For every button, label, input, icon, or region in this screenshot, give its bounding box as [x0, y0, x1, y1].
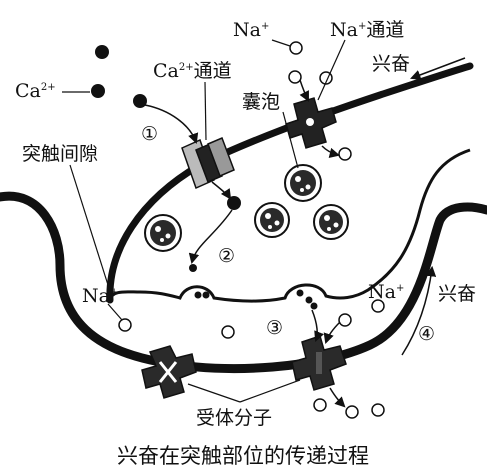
- ca-ion-2: [91, 84, 105, 98]
- arrow-na-enter: [326, 322, 340, 342]
- transmitter-dot: [297, 290, 304, 297]
- na-channel-top: [286, 98, 336, 148]
- ca-ion-4: [227, 196, 241, 210]
- transmitter-dot: [311, 303, 318, 310]
- label-na-right: Na+: [368, 281, 404, 303]
- na-ion: [290, 42, 302, 54]
- label-excitation-right: 兴奋: [438, 283, 476, 305]
- step-1: ①: [141, 123, 158, 145]
- arrow-transmitter-bind: [312, 310, 317, 340]
- postsynaptic-membrane: [0, 196, 487, 368]
- leader-cleft: [70, 165, 108, 285]
- leader-receptor-right: [240, 380, 300, 402]
- ca-ion-5: [189, 264, 197, 272]
- transmitter-dot: [195, 292, 202, 299]
- label-ca-ion: Ca2+: [15, 80, 56, 102]
- leader-ca-channel: [205, 82, 206, 140]
- leader-na-channel: [318, 40, 345, 100]
- label-na-top: Na+: [233, 19, 269, 41]
- vesicle-4: [314, 205, 348, 239]
- na-ion: [289, 71, 301, 83]
- leader-na-top: [272, 40, 290, 46]
- label-synaptic-cleft: 突触间隙: [22, 143, 98, 165]
- step-2: ②: [218, 245, 235, 267]
- ca-ion-3: [133, 94, 147, 108]
- receptor-open: [292, 336, 346, 390]
- na-ion: [339, 314, 351, 326]
- vesicle-2: [255, 203, 289, 237]
- label-excitation-top: 兴奋: [372, 53, 410, 75]
- leader-receptor-left: [188, 384, 240, 402]
- na-ion: [339, 148, 351, 160]
- ca-ion-1: [95, 45, 109, 59]
- ca-channel: [182, 138, 234, 188]
- label-na-left: Na+: [82, 285, 118, 307]
- vesicle-1: [145, 215, 181, 251]
- arrow-ca-inside: [212, 182, 230, 198]
- arrow-na-top: [300, 80, 308, 100]
- transmitter-dot: [203, 292, 210, 299]
- arrow-na-inside: [330, 388, 344, 406]
- step-4: ④: [418, 323, 435, 345]
- label-receptor: 受体分子: [196, 407, 272, 429]
- figure-caption: 兴奋在突触部位的传递过程: [117, 444, 369, 468]
- na-ion: [346, 406, 358, 418]
- label-ca-channel: Ca2+通道: [153, 60, 232, 82]
- transmitter-dot: [306, 297, 313, 304]
- na-ion: [372, 404, 384, 416]
- na-ion: [222, 326, 234, 338]
- receptor-closed: [142, 346, 196, 398]
- vesicle-3: [285, 165, 321, 201]
- label-vesicle: 囊泡: [242, 91, 280, 113]
- step-3: ③: [266, 317, 283, 339]
- arrow-na-in-top: [322, 146, 338, 155]
- leader-na-left: [108, 304, 122, 320]
- label-na-channel: Na+通道: [330, 19, 404, 41]
- na-ion: [314, 399, 326, 411]
- na-ion: [119, 319, 131, 331]
